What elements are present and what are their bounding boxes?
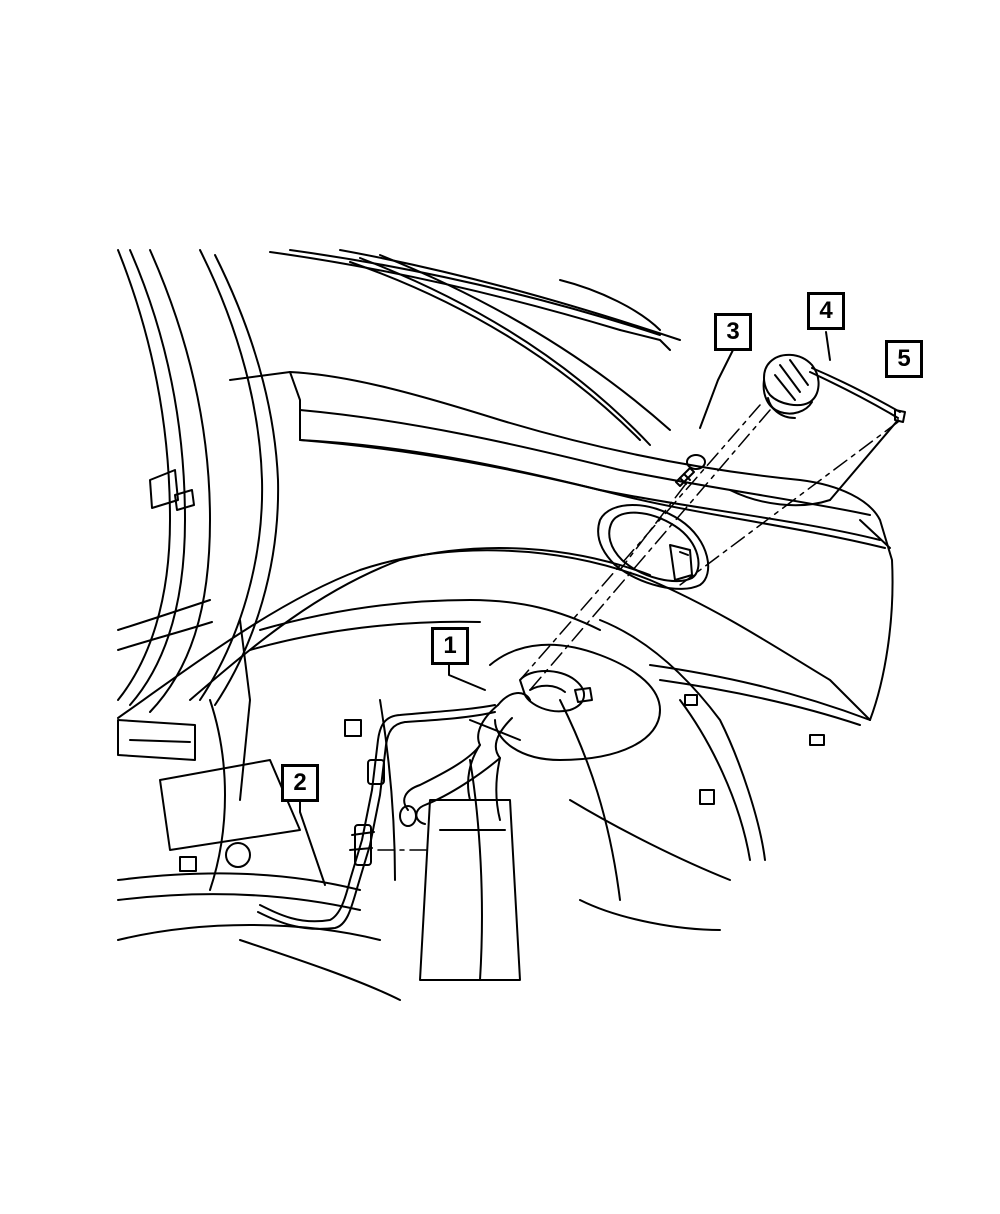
filler-neck-housing bbox=[489, 643, 661, 761]
cap-tether bbox=[809, 367, 906, 423]
vent-line bbox=[257, 704, 496, 930]
leader-lines bbox=[299, 331, 899, 886]
filler-door-opening bbox=[597, 504, 710, 590]
callout-5: 5 bbox=[885, 340, 923, 378]
filler-tube bbox=[399, 692, 531, 827]
assembly-lines bbox=[377, 404, 899, 851]
roof-rail bbox=[269, 249, 681, 446]
callout-4: 4 bbox=[807, 292, 845, 330]
callout-3: 3 bbox=[714, 313, 752, 351]
callout-1: 1 bbox=[431, 627, 469, 665]
fuel-cap bbox=[762, 353, 820, 419]
screw-part bbox=[675, 454, 706, 487]
callout-2: 2 bbox=[281, 764, 319, 802]
quarter-panel bbox=[117, 371, 894, 761]
wheelhouse bbox=[117, 599, 825, 1001]
rear-pillar bbox=[117, 249, 280, 713]
